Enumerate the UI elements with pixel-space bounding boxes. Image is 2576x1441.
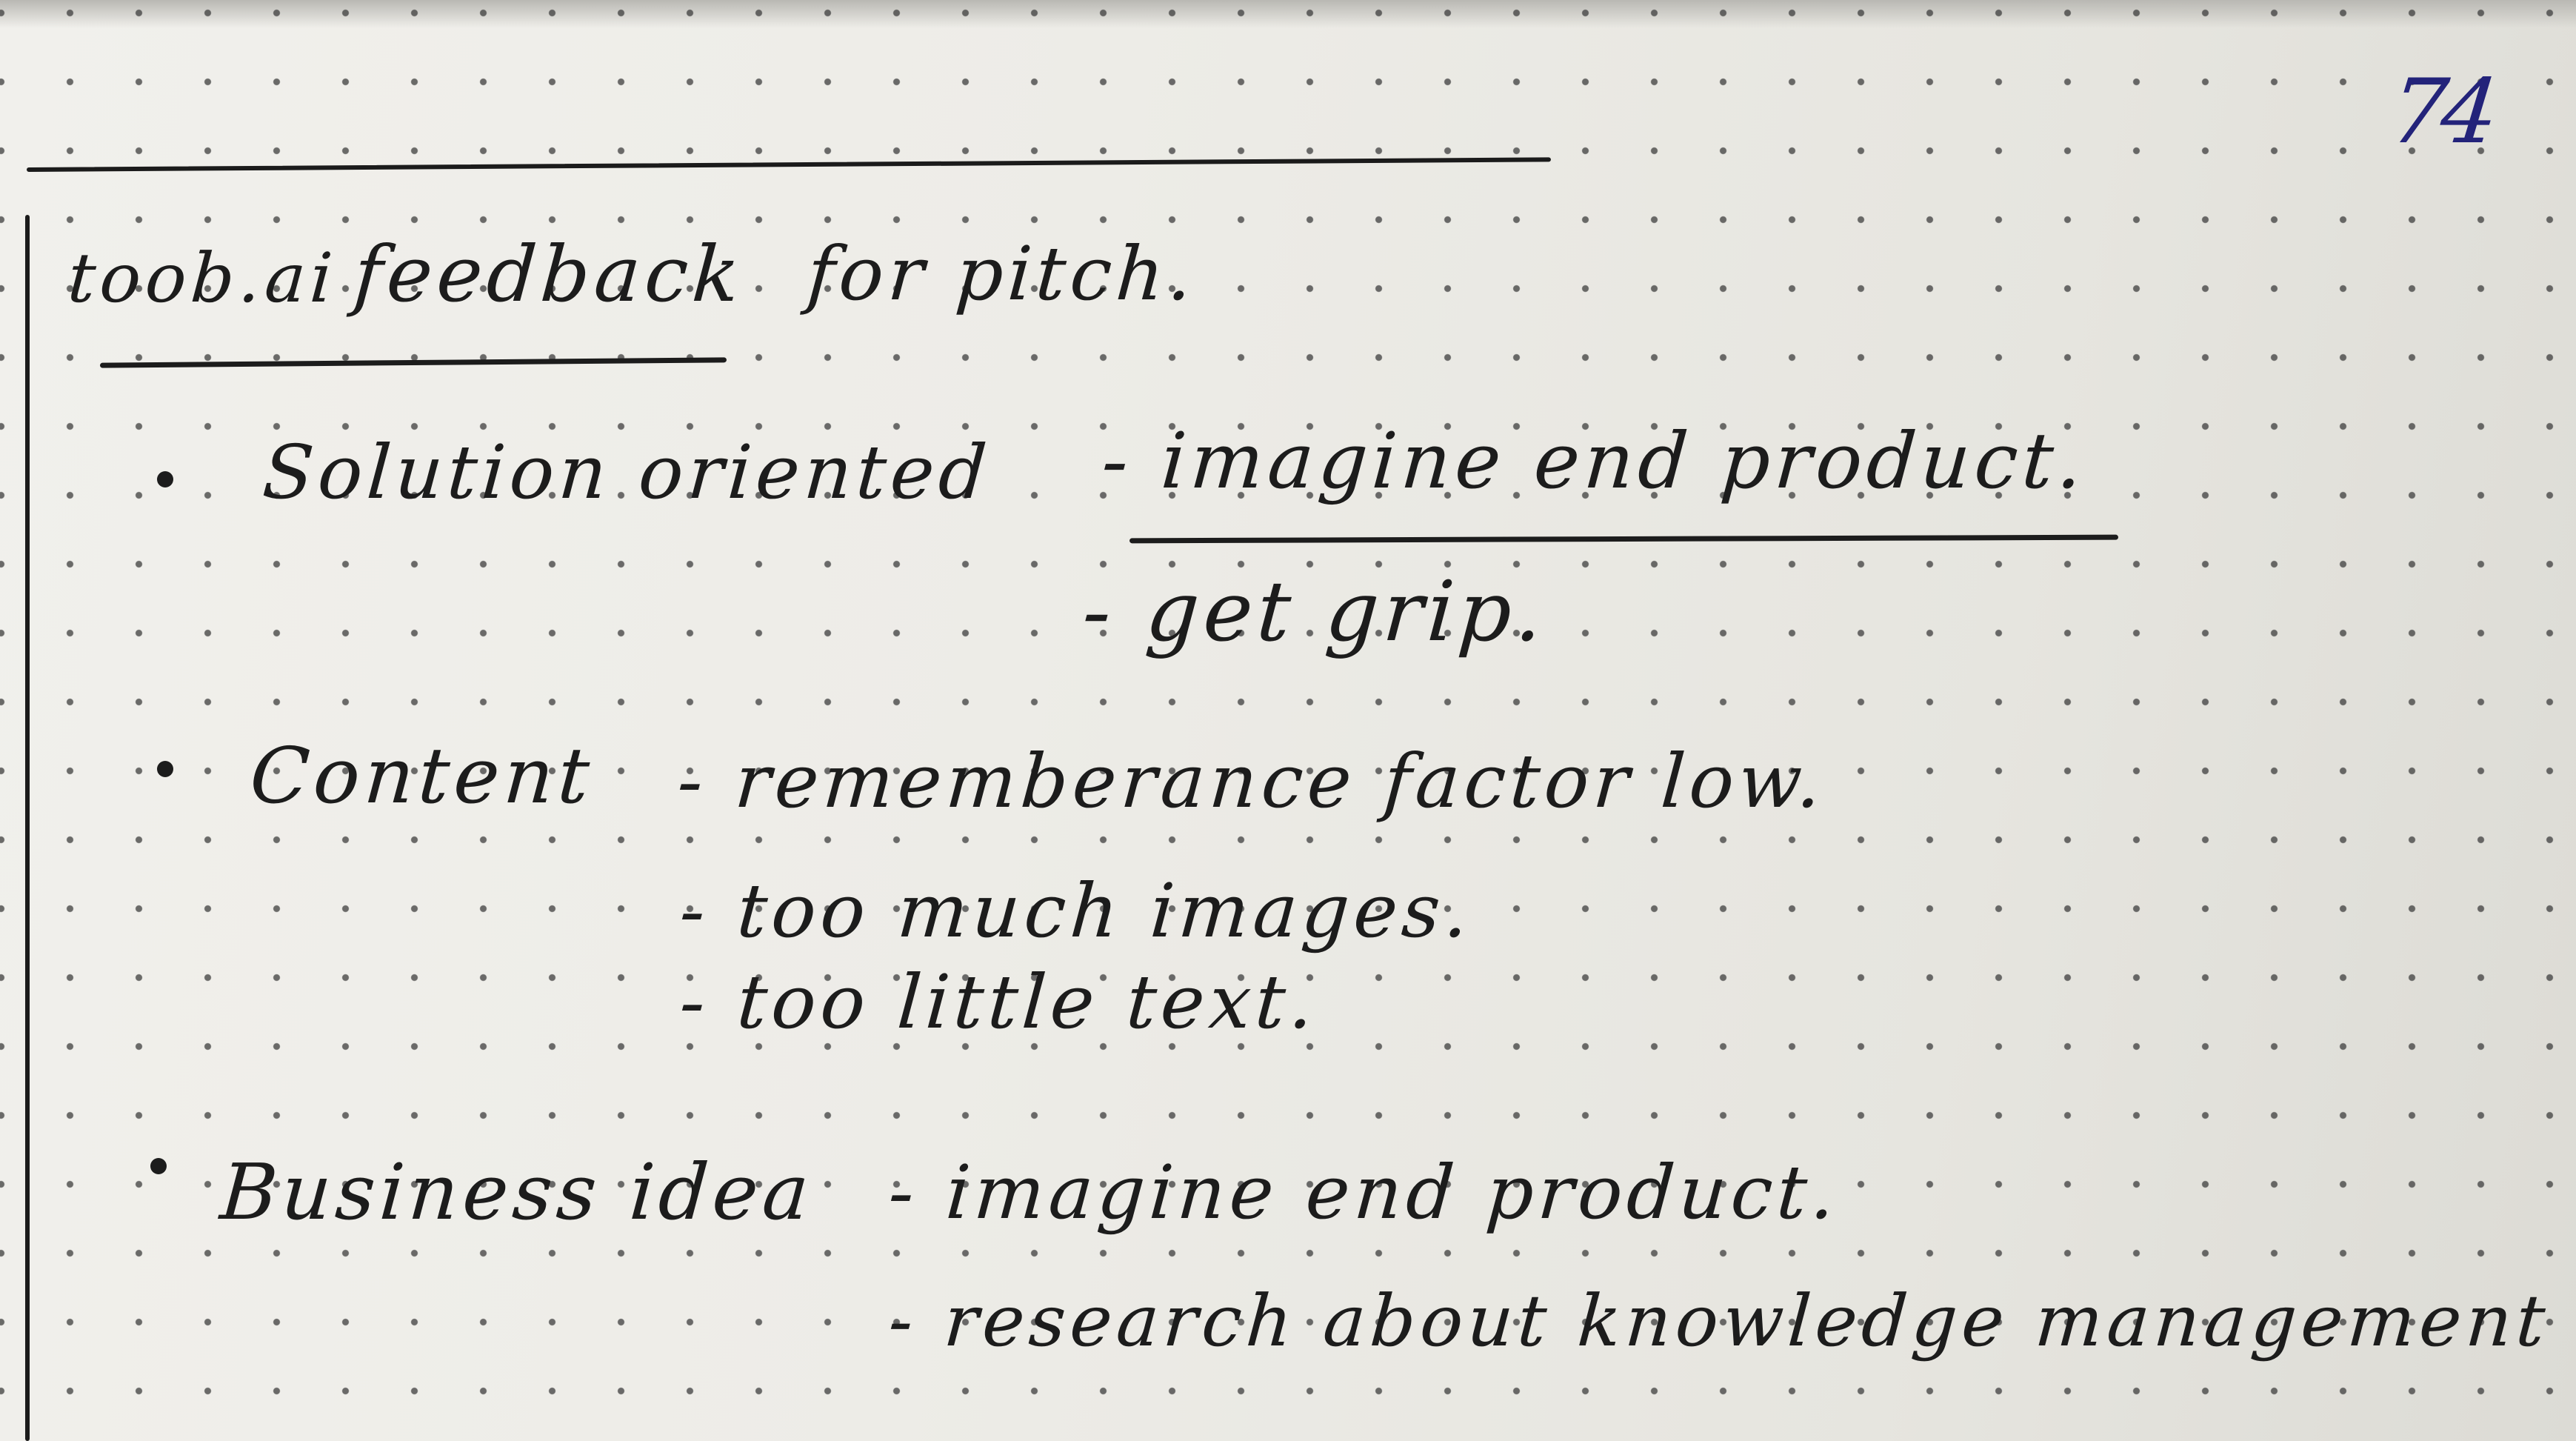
page-number: 74 — [2385, 61, 2498, 164]
heading-rest: for pitch. — [804, 230, 1200, 317]
heading-subject: toob.ai — [65, 239, 339, 318]
bullet-dot — [157, 471, 173, 487]
section-3-bullet: Business idea — [217, 1147, 817, 1237]
section-1-point-1: - imagine end product. — [1098, 416, 2090, 506]
section-1-bullet: Solution oriented — [259, 429, 994, 516]
section-2-point-2: - too much images. — [676, 868, 1476, 954]
bullet-dot — [150, 1158, 167, 1174]
section-3-point-2: - research about knowledge management — [886, 1279, 2552, 1362]
bullet-dot — [157, 761, 173, 777]
frame-left-border — [25, 215, 30, 1441]
section-1-point-2: - get grip. — [1079, 564, 1550, 660]
section-3-point-1: - imagine end product. — [885, 1149, 1843, 1236]
section-2-point-3: - too little text. — [676, 959, 1321, 1045]
section-2-bullet: Content — [247, 731, 597, 821]
heading-keyword: feedback — [350, 229, 747, 319]
section-2-point-1: - rememberance factor low. — [674, 738, 1829, 825]
